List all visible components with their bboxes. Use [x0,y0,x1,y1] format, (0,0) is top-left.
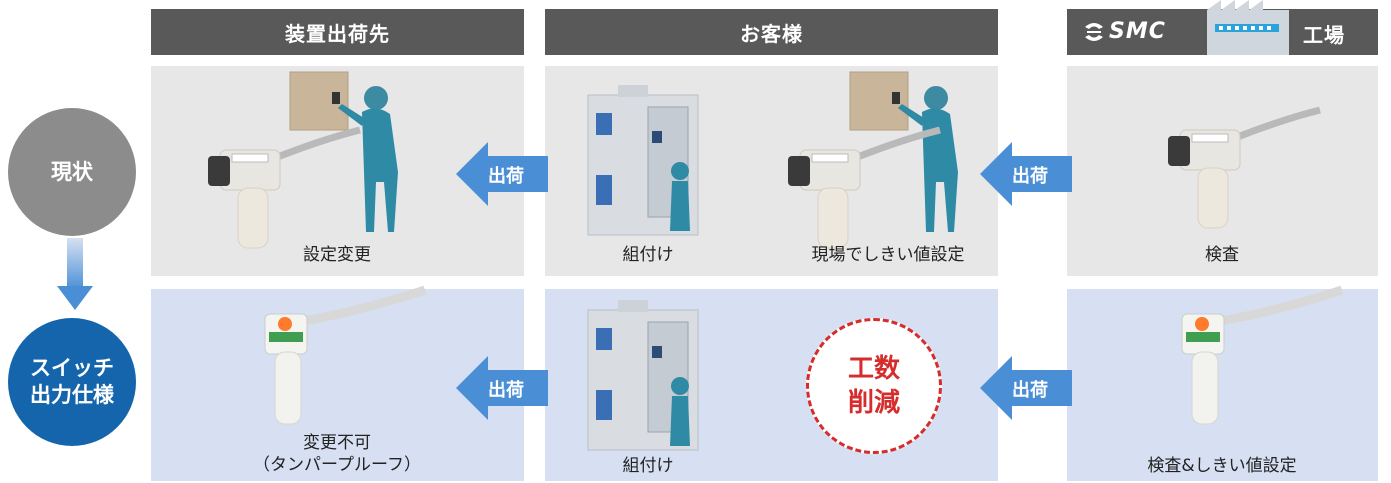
header-smc-factory: SMC 工場 [1067,0,1378,55]
sensor-illustration-destination [210,140,370,250]
switch-output-line2: 出力仕様 [30,383,114,407]
down-arrow [57,238,93,310]
smc-logo-text: SMC [1109,19,1166,44]
header-customer-label: お客様 [740,21,803,46]
sensor-illustration-factory [1170,120,1330,230]
header-destination: 装置出荷先 [151,9,524,55]
ship-label-top-right: 出荷 [1012,166,1048,187]
caption-no-change-line1: 変更不可 [303,433,371,453]
header-destination-label: 装置出荷先 [285,21,390,46]
current-state-label: 現状 [51,159,93,184]
machine-illustration-customer-top [587,84,699,236]
header-customer: お客様 [545,9,998,55]
ship-label-top-left: 出荷 [488,166,524,187]
caption-assembly-top: 組付け [622,245,674,265]
labor-reduction-line2: 削減 [847,388,900,418]
factory-icon [1207,0,1289,55]
caption-onsite-threshold: 現場でしきい値設定 [811,245,965,265]
caption-setting-change: 設定変更 [303,245,371,265]
sensor-illustration-factory-threshold [1172,300,1352,430]
smc-logo-icon [1085,22,1103,41]
caption-inspection: 検査 [1205,245,1239,265]
header-factory-label: 工場 [1303,23,1345,47]
current-state-circle: 現状 [8,108,136,236]
caption-no-change-line2: （タンパープルーフ） [253,455,421,475]
labor-reduction-line1: 工数 [847,354,900,384]
machine-illustration-customer-bottom [587,299,699,451]
sensor-illustration-tamperproof [255,300,435,430]
ship-label-bottom-left: 出荷 [488,380,524,401]
switch-output-line1: スイッチ [30,356,114,380]
caption-inspection-threshold: 検査&しきい値設定 [1147,456,1297,476]
sensor-illustration-customer [790,140,950,250]
caption-assembly-bottom: 組付け [622,456,674,476]
switch-output-circle: スイッチ 出力仕様 [8,318,136,446]
labor-reduction-badge: 工数 削減 [806,318,942,454]
ship-label-bottom-right: 出荷 [1012,380,1048,401]
smc-logo: SMC [1081,19,1166,44]
caption-no-change: 変更不可 （タンパープルーフ） [253,432,421,476]
